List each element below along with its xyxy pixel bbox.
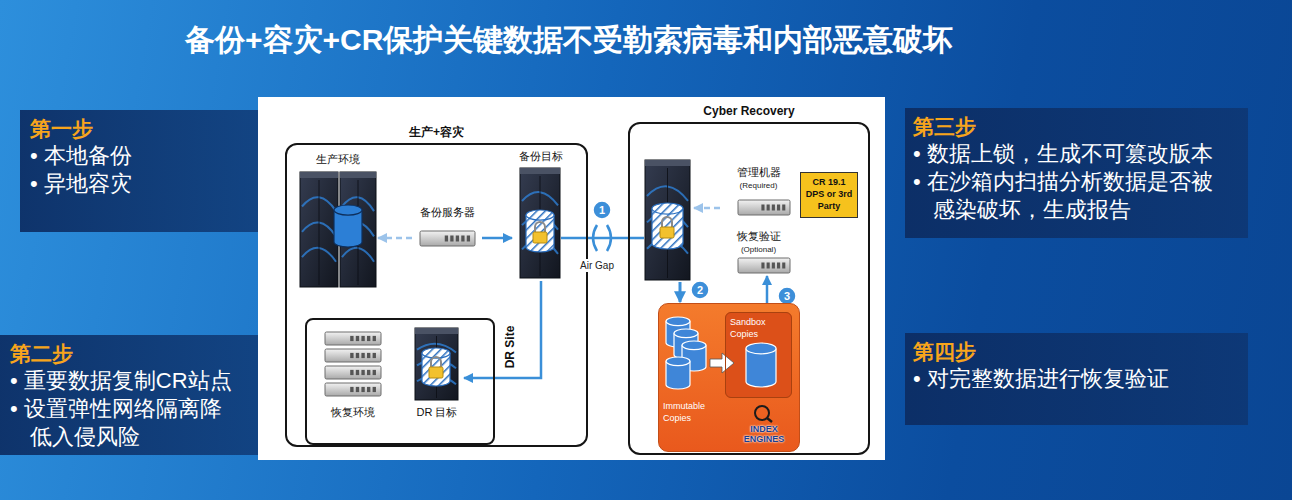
backup-server: 备份服务器	[412, 205, 482, 249]
flow-connector	[482, 237, 512, 240]
air-gap-bracket	[593, 225, 597, 251]
transfer-arrow	[710, 353, 734, 373]
node-label: 第三步	[913, 113, 1240, 140]
node-label: 管理机器	[722, 165, 795, 180]
cyber-recovery-vault: Cyber Recovery管理机器(Required)CR 19.1 DPS …	[628, 122, 870, 455]
data-cylinder	[526, 210, 554, 252]
node-label: DR Site	[502, 317, 518, 377]
callout-circle	[691, 281, 709, 299]
management-host: 管理机器(Required)	[722, 165, 795, 218]
step-panel: 第四步• 对完整数据进行恢复验证	[905, 333, 1248, 425]
label-wrap: 2	[691, 282, 709, 298]
node-label: 恢复环境	[322, 405, 384, 420]
lock-icon	[660, 217, 674, 238]
label-wrap: 3	[778, 288, 796, 304]
node-label: 生产环境	[298, 152, 378, 167]
sandbox-fill	[725, 312, 792, 398]
node-label: 第二步	[10, 340, 252, 367]
step-panel: 第一步• 本地备份• 异地容灾	[20, 110, 258, 232]
vault-illustration	[658, 303, 800, 452]
storage-rack	[300, 172, 338, 287]
node-label: 生产+容灾	[287, 123, 586, 141]
data-cylinder	[652, 203, 683, 249]
backup-target: 备份目标	[512, 149, 570, 281]
node-label: 备份服务器	[412, 205, 482, 220]
software-tag: CR 19.1 DPS or 3rd Party	[800, 172, 858, 218]
lock-icon	[533, 222, 547, 243]
node-text: • 异地容灾	[30, 170, 252, 198]
data-cylinder	[666, 357, 690, 389]
vault-storage: Immutable Copies Sandbox Copies	[658, 303, 800, 452]
step-panel: 第二步• 重要数据复制CR站点• 设置弹性网络隔离降 低入侵风险	[0, 335, 258, 455]
recovery-servers: 恢复环境	[322, 326, 384, 420]
storage-rack	[415, 328, 458, 400]
air-gap-bracket	[607, 225, 611, 251]
callout-number: 1	[593, 202, 611, 218]
data-cylinder	[746, 343, 776, 387]
node-text: (Required)	[722, 180, 795, 191]
storage-rack	[520, 168, 560, 278]
server-icon	[738, 200, 790, 215]
dr-target: DR 目标	[410, 324, 464, 420]
callout-number: 2	[691, 282, 709, 298]
step-panel: 第三步• 数据上锁，生成不可篡改版本• 在沙箱内扫描分析数据是否被 感染破坏，生…	[905, 108, 1248, 238]
node-text: • 本地备份	[30, 142, 252, 170]
magnifier-icon	[755, 406, 772, 422]
flow-connector	[378, 237, 412, 240]
server-icon	[325, 366, 381, 379]
data-cylinder	[422, 348, 450, 386]
air-gap-label: Air Gap	[575, 259, 619, 272]
storage-array: 生产环境	[298, 152, 378, 288]
node-label: Cyber Recovery	[630, 102, 868, 120]
label-wrap: 1	[593, 202, 611, 218]
node-text: • 在沙箱内扫描分析数据是否被 感染破坏，生成报告	[913, 168, 1240, 224]
sandbox-box: Sandbox Copies	[725, 312, 792, 398]
node-text: • 重要数据复制CR站点	[10, 367, 252, 395]
node-label: 第一步	[30, 115, 252, 142]
node-text: (Optional)	[722, 244, 795, 255]
data-cylinder	[334, 205, 362, 247]
node-label: 恢复验证	[722, 229, 795, 244]
server-icon	[738, 258, 790, 273]
node-label: Sandbox Copies	[730, 316, 770, 340]
copy-arrow	[679, 282, 682, 302]
node-label: DR 目标	[410, 405, 464, 420]
node-text: • 数据上锁，生成不可篡改版本	[913, 140, 1240, 168]
flow-connector	[464, 281, 541, 378]
site-group: 生产+容灾生产环境备份服务器备份目标DR Site恢复环境DR 目标	[285, 143, 588, 447]
node-label: 第四步	[913, 338, 1242, 365]
label-wrap: Air Gap	[575, 259, 619, 272]
storage-rack	[645, 160, 690, 280]
lock-icon	[429, 357, 443, 378]
callout-circle	[593, 201, 611, 219]
node-label: Immutable Copies	[663, 400, 719, 424]
title-wrap: 备份+容灾+CR保护关键数据不受勒索病毒和内部恶意破坏	[185, 22, 953, 58]
server-icon	[420, 231, 475, 246]
server-icon	[325, 332, 381, 345]
server-icon	[325, 349, 381, 362]
recovery-check-host: 恢复验证(Optional)	[722, 229, 795, 276]
node-text: • 设置弹性网络隔离降 低入侵风险	[10, 395, 252, 451]
callout-number: 3	[778, 288, 796, 304]
dr-site-box: DR Site恢复环境DR 目标	[305, 318, 495, 445]
node-label: CR 19.1 DPS or 3rd Party	[803, 176, 855, 212]
server-icon	[325, 383, 381, 396]
node-text: • 对完整数据进行恢复验证	[913, 365, 1242, 393]
slide-title: 备份+容灾+CR保护关键数据不受勒索病毒和内部恶意破坏	[185, 22, 953, 58]
air-gap-link	[561, 237, 644, 240]
management-link	[694, 207, 720, 210]
white-panel	[258, 97, 885, 460]
node-label: 备份目标	[512, 149, 570, 164]
